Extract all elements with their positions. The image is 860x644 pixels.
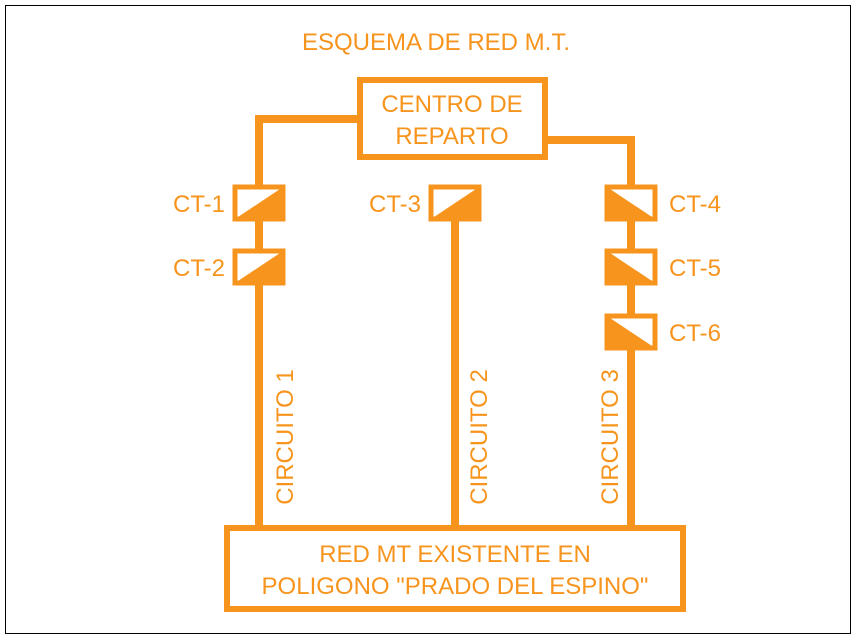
circuit-1-wire — [255, 115, 360, 526]
circuit-1-label: CIRCUITO 1 — [272, 369, 299, 505]
diagram-frame — [5, 5, 851, 634]
centro-reparto-line1: CENTRO DE — [381, 91, 522, 118]
ct-4-label: CT-4 — [669, 191, 721, 218]
centro-reparto-box: CENTRO DE REPARTO — [357, 77, 548, 160]
ct-6-label: CT-6 — [669, 320, 721, 347]
ct-5-symbol — [604, 248, 658, 286]
circuit-3-label: CIRCUITO 3 — [597, 369, 624, 505]
ct-6-symbol — [604, 313, 658, 351]
ct-1-label: CT-1 — [173, 191, 225, 218]
ct-1-symbol — [232, 184, 286, 222]
circuit-3-wire — [545, 136, 635, 526]
ct-5-label: CT-5 — [669, 255, 721, 282]
circuit-2-label: CIRCUITO 2 — [466, 369, 493, 505]
ct-3-label: CT-3 — [369, 191, 421, 218]
ct-4-symbol — [604, 184, 658, 222]
ct-2-symbol — [232, 248, 286, 286]
red-existente-box: RED MT EXISTENTE EN POLIGONO "PRADO DEL … — [224, 525, 686, 612]
diagram-title: ESQUEMA DE RED M.T. — [302, 29, 570, 56]
ct-3-symbol — [428, 184, 482, 222]
transformers: CT-1CT-2 CT-3 CT-4CT-5CT-6 — [173, 184, 721, 351]
red-existente-line1: RED MT EXISTENTE EN — [319, 541, 591, 568]
ct-2-label: CT-2 — [173, 255, 225, 282]
red-existente-line2: POLIGONO "PRADO DEL ESPINO" — [262, 573, 649, 600]
centro-reparto-line2: REPARTO — [395, 123, 508, 150]
wires — [255, 115, 635, 526]
